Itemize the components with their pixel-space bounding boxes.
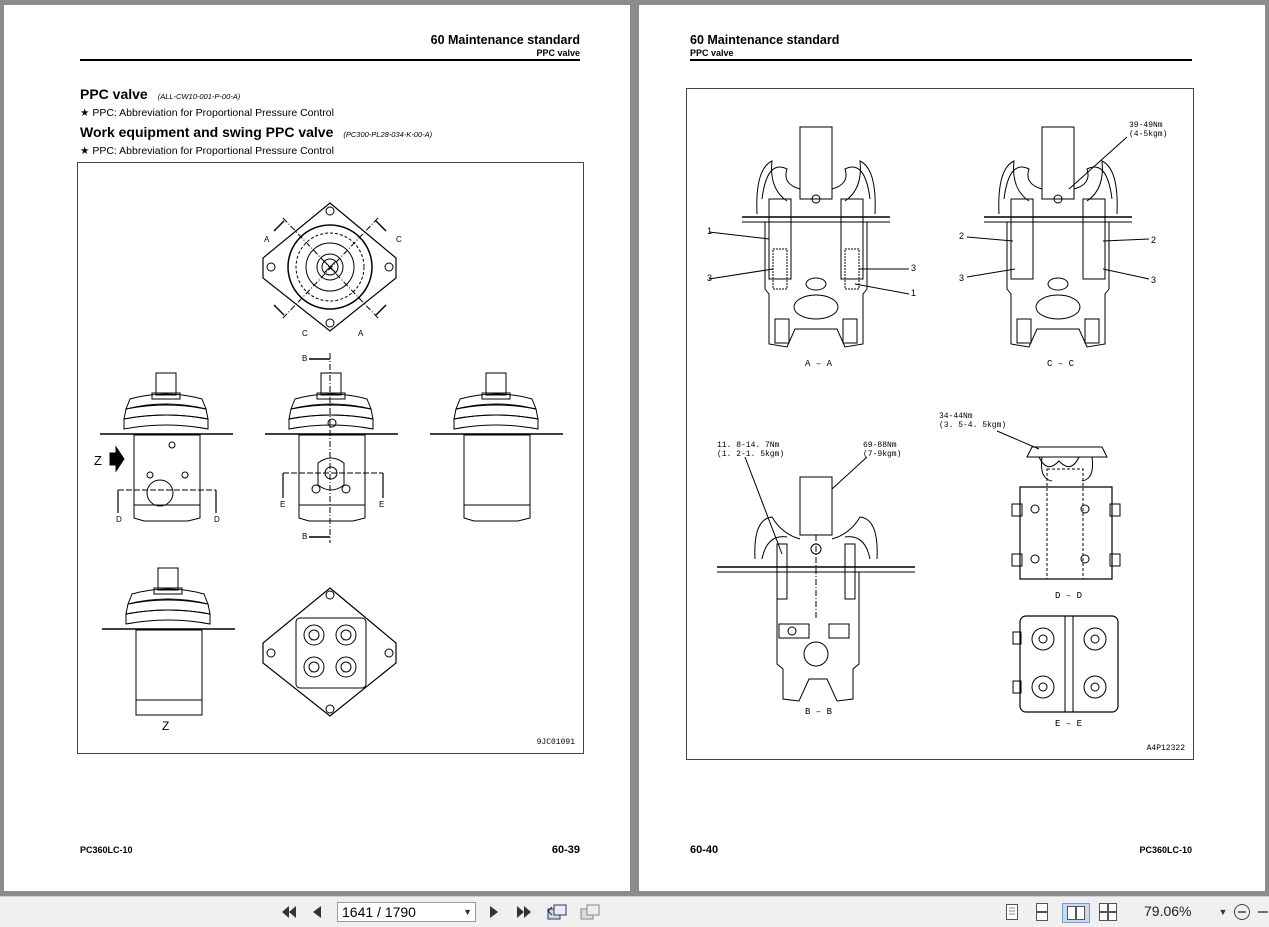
section-title-work-equipment: Work equipment and swing PPC valve(PC300… xyxy=(80,124,433,140)
section-bb-drawing xyxy=(717,456,915,702)
section-dd-drawing xyxy=(996,430,1121,580)
header-subtitle: PPC valve xyxy=(690,48,734,58)
view-label-aa: A – A xyxy=(805,359,833,369)
callout-3: 3 xyxy=(959,273,965,283)
callout-2: 2 xyxy=(1151,235,1157,245)
label-c: C xyxy=(302,329,308,338)
section-note: ★ PPC: Abbreviation for Proportional Pre… xyxy=(80,107,334,119)
callout-3: 3 xyxy=(1151,275,1157,285)
torque-spec-4: 69-88Nm(7-9kgm) xyxy=(863,441,902,459)
z-direction-arrow xyxy=(109,445,125,473)
document-viewer: 60 Maintenance standard PPC valve PPC va… xyxy=(4,5,1265,891)
label-c: C xyxy=(396,235,402,244)
label-e: E xyxy=(379,500,385,509)
top-view-drawing xyxy=(262,202,397,332)
torque-spec-1: 39-49Nm(4-5kgm) xyxy=(1129,121,1168,139)
footer-page-number: 60-40 xyxy=(690,844,719,856)
section-ee-drawing xyxy=(1012,615,1119,713)
view-label-dd: D – D xyxy=(1055,591,1083,601)
ppc-valve-drawing: A C C A B B D D E E Z Z 9JC01091 xyxy=(77,162,584,754)
side-view-left-drawing xyxy=(100,372,233,522)
zoom-out-icon[interactable] xyxy=(1232,903,1252,921)
side-view-right-drawing xyxy=(430,372,563,522)
go-back-icon[interactable] xyxy=(545,903,569,921)
section-note: ★ PPC: Abbreviation for Proportional Pre… xyxy=(80,145,334,157)
port-face-view-drawing xyxy=(262,587,397,717)
page-number-input[interactable]: 1641 / 1790▼ xyxy=(337,902,476,922)
header-title: 60 Maintenance standard xyxy=(430,33,580,47)
callout-2: 2 xyxy=(959,231,965,241)
section-title-ppc-valve: PPC valve(ALL-CW10-001-P-00-A) xyxy=(80,86,241,102)
view-label-cc: C – C xyxy=(1047,359,1075,369)
single-page-icon[interactable] xyxy=(1002,903,1022,921)
label-a: A xyxy=(358,329,364,338)
go-forward-icon[interactable] xyxy=(578,903,602,921)
label-b: B xyxy=(302,354,308,363)
viewer-toolbar: 1641 / 1790▼ 79.06% ▼ xyxy=(0,896,1269,927)
torque-spec-2: 34-44Nm(3. 5-4. 5kgm) xyxy=(939,412,1007,430)
header-subtitle: PPC valve xyxy=(536,48,580,58)
footer-model: PC360LC-10 xyxy=(1139,845,1192,855)
header-title: 60 Maintenance standard xyxy=(690,33,840,47)
zoom-level[interactable]: 79.06% xyxy=(1144,903,1192,919)
figure-id: 9JC01091 xyxy=(536,738,575,747)
continuous-icon[interactable] xyxy=(1032,903,1052,921)
footer-page-number: 60-39 xyxy=(551,844,580,856)
label-z-arrow: Z xyxy=(94,453,102,468)
side-view-center-drawing xyxy=(265,353,398,543)
footer-model: PC360LC-10 xyxy=(80,845,133,855)
label-z-view: Z xyxy=(162,719,170,733)
header-rule xyxy=(80,59,580,61)
page-60-39: 60 Maintenance standard PPC valve PPC va… xyxy=(4,5,630,891)
label-d: D xyxy=(214,515,220,524)
callout-3: 3 xyxy=(911,263,917,273)
label-a: A xyxy=(264,235,270,244)
prev-page-icon[interactable] xyxy=(308,903,326,921)
next-page-icon[interactable] xyxy=(485,903,503,921)
section-aa-drawing xyxy=(708,126,910,348)
label-b: B xyxy=(302,532,308,541)
callout-1: 1 xyxy=(707,226,713,236)
label-e: E xyxy=(280,500,286,509)
view-label-bb: B – B xyxy=(805,707,833,717)
callout-1: 1 xyxy=(911,288,917,298)
view-label-ee: E – E xyxy=(1055,719,1083,729)
continuous-facing-icon[interactable] xyxy=(1097,903,1119,921)
ppc-valve-section-drawing: A – A C – C B – B D – D E – E 39-49Nm(4-… xyxy=(686,88,1194,760)
zoom-dropdown-icon[interactable]: ▼ xyxy=(1218,907,1228,917)
page-dropdown-icon: ▼ xyxy=(463,907,472,917)
page-60-40: 60 Maintenance standard PPC valve xyxy=(639,5,1265,891)
callout-3: 3 xyxy=(707,273,713,283)
last-page-icon[interactable] xyxy=(513,903,535,921)
label-d: D xyxy=(116,515,122,524)
figure-id: A4P12322 xyxy=(1146,744,1185,753)
first-page-icon[interactable] xyxy=(278,903,300,921)
facing-icon[interactable] xyxy=(1062,903,1090,923)
toolbar-overflow-icon[interactable] xyxy=(1258,903,1268,921)
header-rule xyxy=(690,59,1192,61)
section-cc-drawing xyxy=(966,126,1150,348)
view-z-drawing xyxy=(102,567,235,716)
torque-spec-3: 11. 8-14. 7Nm(1. 2-1. 5kgm) xyxy=(717,441,785,459)
